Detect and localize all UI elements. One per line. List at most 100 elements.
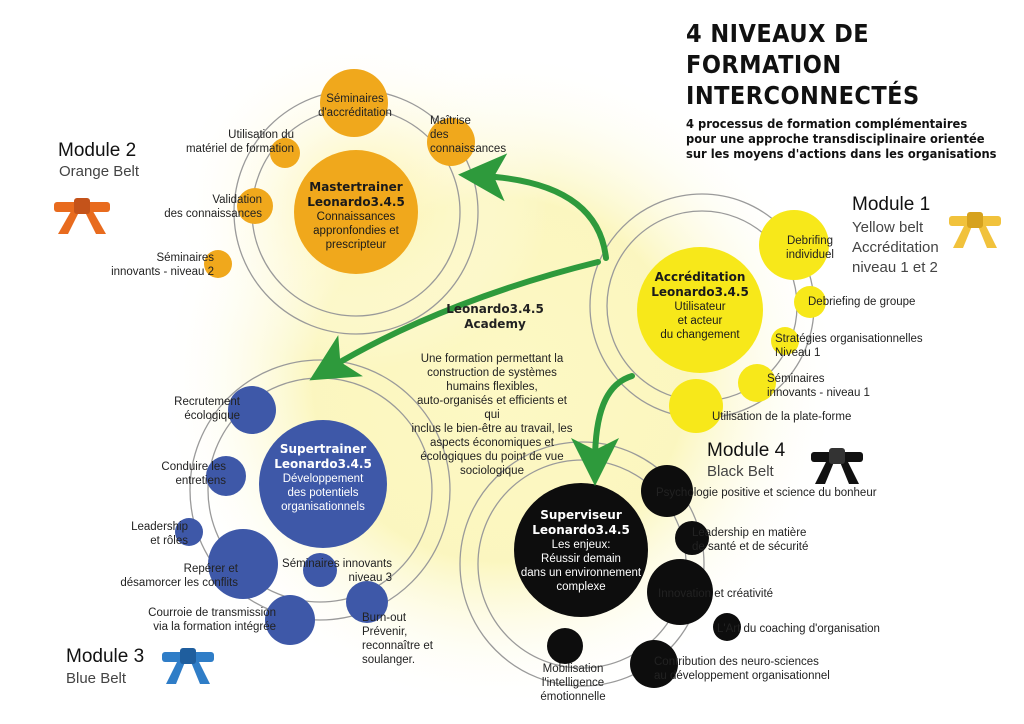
item-line: Stratégies organisationnelles: [775, 333, 923, 345]
item-line: Repérer et: [183, 563, 238, 575]
module2-item-label: Séminaires innovants - niveau 2: [94, 251, 214, 279]
item-line: Prévenir,: [362, 626, 408, 638]
module1-node-seminaires: [738, 364, 776, 402]
module1-node-groupe: [794, 286, 826, 318]
item-line: des: [430, 129, 449, 141]
module1-item-label: Debriefing de groupe: [808, 295, 948, 309]
blue-belt-icon: [162, 648, 214, 684]
item-line: Mobilisation: [542, 663, 604, 675]
module4-node-neuro: [630, 640, 678, 688]
hub-desc: appronfondies et: [313, 225, 399, 237]
module4-item-label: Psychologie positive et science du bonhe…: [656, 486, 906, 500]
yellow-belt-icon: [949, 212, 1001, 248]
module3-item-label: Courroie de transmission via la formatio…: [130, 606, 276, 634]
item-line: des connaissances: [164, 208, 262, 220]
module2-node-validation: [237, 188, 273, 224]
hub-desc: Les enjeux:: [551, 539, 611, 551]
desc-line: humains flexibles,: [446, 381, 538, 393]
module1-hub: [637, 247, 763, 373]
hub-name: Leonardo3.4.5: [307, 195, 405, 209]
module3-item-label: Recrutement écologique: [140, 395, 240, 423]
title-line: FORMATION: [686, 50, 842, 79]
module4-item-label: Mobilisation l'intelligence émotionnelle: [528, 662, 618, 704]
item-line: de santé et de sécurité: [692, 541, 809, 553]
item-line: l'intelligence: [541, 677, 605, 689]
orange-belt-icon: [54, 198, 110, 234]
item-line: écologique: [184, 410, 240, 422]
module2-item-label: Maîtrise des connaissances: [430, 114, 530, 156]
hub-name: Mastertrainer: [309, 180, 403, 194]
item-line: Recrutement: [174, 396, 240, 408]
module4-title: Module 4: [707, 440, 786, 461]
hub-desc: Réussir demain: [541, 553, 621, 565]
item-line: entretiens: [175, 475, 226, 487]
item-line: et rôles: [150, 535, 188, 547]
item-line: désamorcer les conflits: [120, 577, 238, 589]
module2-node-materiel: [270, 138, 300, 168]
subtitle-line: pour une approche transdisciplinaire ori…: [686, 131, 985, 146]
arrow-module1-to-module3: [309, 259, 601, 381]
module3-belt: Blue Belt: [66, 670, 127, 687]
module1-title: Module 1: [852, 194, 931, 215]
module1-node-debrifing: [759, 210, 829, 280]
item-line: Burn-out: [362, 612, 407, 624]
module3-node-seminaires3: [303, 553, 337, 587]
module4-belt: Black Belt: [707, 463, 774, 480]
module1-item-label: Stratégies organisationnelles Niveau 1: [775, 332, 955, 360]
module3-node-burnout: [346, 581, 388, 623]
hub-desc: des potentiels: [287, 487, 359, 499]
module3-item-label: Séminaires innovants niveau 3: [280, 557, 392, 585]
hub-desc: dans un environnement: [520, 567, 642, 579]
module3-node-leadership: [175, 518, 203, 546]
desc-line: Une formation permettant la: [420, 353, 564, 365]
item-line: Debrifing: [786, 235, 834, 247]
module3-item-label: Repérer et désamorcer les conflits: [120, 562, 238, 590]
hub-desc: Utilisateur: [674, 301, 726, 313]
item-line: Leadership en matière: [692, 527, 807, 539]
item-line: niveau 3: [348, 572, 392, 584]
module1-item-label: Séminaires innovants - niveau 1: [767, 372, 917, 400]
module4-hub-text: Superviseur Leonardo3.4.5 Les enjeux: Ré…: [516, 508, 646, 594]
hub-name: Leonardo3.4.5: [274, 457, 372, 471]
hub-desc: Connaissances: [316, 211, 396, 223]
desc-line: inclus le bien-être au travail, les: [411, 423, 573, 435]
module1-item-label: Utilisation de la plate-forme: [712, 410, 872, 424]
module2-belt: Orange Belt: [59, 163, 140, 180]
module3-hub: [259, 420, 387, 548]
item-line: innovants - niveau 1: [767, 387, 870, 399]
hub-desc: prescripteur: [325, 239, 387, 251]
hub-desc: et acteur: [677, 315, 723, 327]
item-line: matériel de formation: [185, 143, 294, 155]
item-line: d'accréditation: [318, 107, 392, 119]
hub-name: Superviseur: [540, 508, 622, 522]
item-line: innovants - niveau 2: [111, 266, 214, 278]
desc-line: écologiques du point de vue: [420, 451, 564, 463]
arrow-module1-to-module2: [458, 153, 609, 261]
academy-name: Leonardo3.4.5 Academy: [440, 302, 550, 332]
module1-node-plateforme: [669, 379, 723, 433]
item-line: Debriefing de groupe: [808, 296, 916, 308]
module3-item-label: Leadership et rôles: [90, 520, 188, 548]
item-line: au développement organisationnel: [654, 670, 830, 682]
module2-node-seminaires2: [204, 250, 232, 278]
item-line: via la formation intégrée: [153, 621, 276, 633]
module2-item-label: Validation des connaissances: [140, 193, 262, 221]
item-line: Séminaires: [326, 93, 384, 105]
item-line: Utilisation de la plate-forme: [712, 411, 852, 423]
item-line: Innovation et créativité: [658, 588, 774, 600]
hub-desc: organisationnels: [281, 501, 365, 513]
module4-node-coaching: [713, 613, 741, 641]
hub-name: Supertrainer: [279, 442, 367, 456]
item-line: Utilisation du: [228, 129, 294, 141]
item-line: Maîtrise: [430, 115, 471, 127]
module3-item-label: Conduire les entretiens: [120, 460, 226, 488]
item-line: Psychologie positive et science du bonhe…: [656, 487, 877, 499]
hub-name: Leonardo3.4.5: [651, 285, 749, 299]
module3-item-label: Burn-out Prévenir, reconnaître et soulan…: [362, 611, 452, 667]
subtitle-line: sur les moyens d'actions dans les organi…: [686, 146, 997, 161]
desc-line: sociologique: [460, 465, 524, 477]
item-line: soulanger.: [362, 654, 416, 666]
module1-belt-line: niveau 1 et 2: [852, 259, 938, 276]
module4-item-label: Leadership en matière de santé et de séc…: [692, 526, 832, 554]
